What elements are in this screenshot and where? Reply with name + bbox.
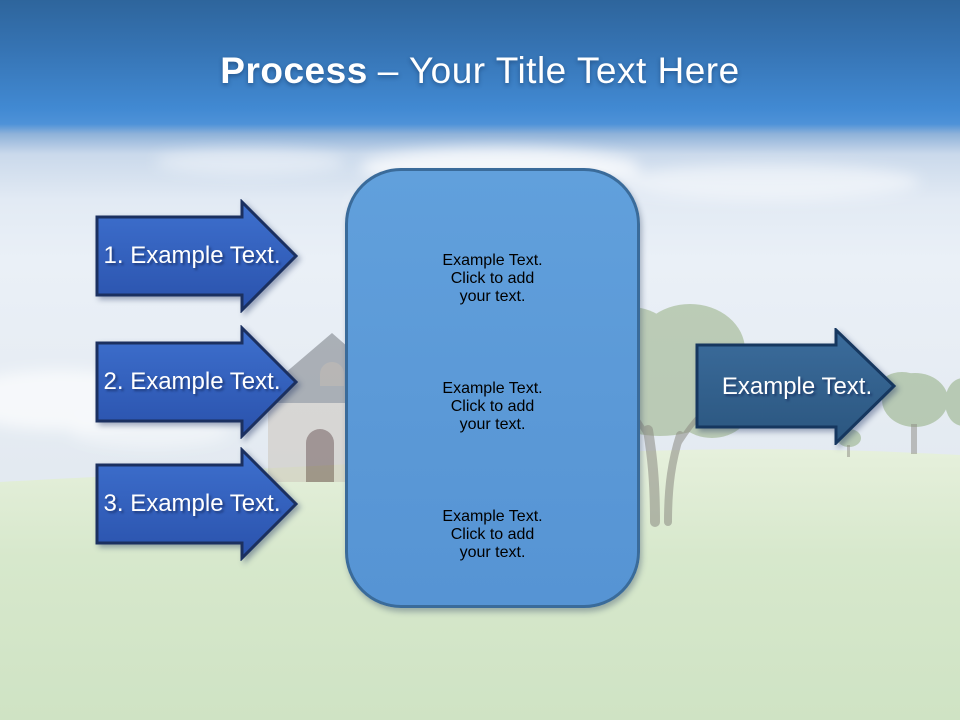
output-arrow-label: Example Text. [721,372,873,400]
page-title: Process–Your Title Text Here [0,50,960,92]
step-2-label: 2. Example Text. [103,368,281,395]
text-panel[interactable]: Example Text. Click to add your text. Ex… [345,168,640,608]
panel-p2-line2: Click to add [450,398,535,415]
step-arrow-1[interactable]: 1. Example Text. [95,199,300,313]
header-band: Process–Your Title Text Here [0,0,960,130]
title-rest-text: Your Title Text Here [408,50,740,91]
right-arrow-shape [695,328,897,445]
step-1-label: 1. Example Text. [103,242,281,269]
panel-p1-line2: Click to add [450,270,535,287]
right-arrow-shape [95,447,299,561]
step-arrow-3[interactable]: 3. Example Text. [95,447,300,561]
right-arrow-shape [95,199,299,313]
title-bold-text: Process [220,50,368,91]
step-arrow-2[interactable]: 2. Example Text. [95,325,300,439]
output-arrow[interactable]: Example Text. [695,328,897,445]
panel-p2-line1: Example Text. [442,380,543,397]
panel-p3-line3: your text. [459,544,526,561]
right-arrow-shape [95,325,299,439]
panel-p1-line3: your text. [459,288,526,305]
title-separator: – [377,50,399,91]
panel-p3-line2: Click to add [450,526,535,543]
step-3-label: 3. Example Text. [103,490,281,517]
panel-p3-line1: Example Text. [442,508,543,525]
small-trees-illustration [837,372,960,457]
panel-p2-line3: your text. [459,416,526,433]
panel-p1-line1: Example Text. [442,252,543,269]
